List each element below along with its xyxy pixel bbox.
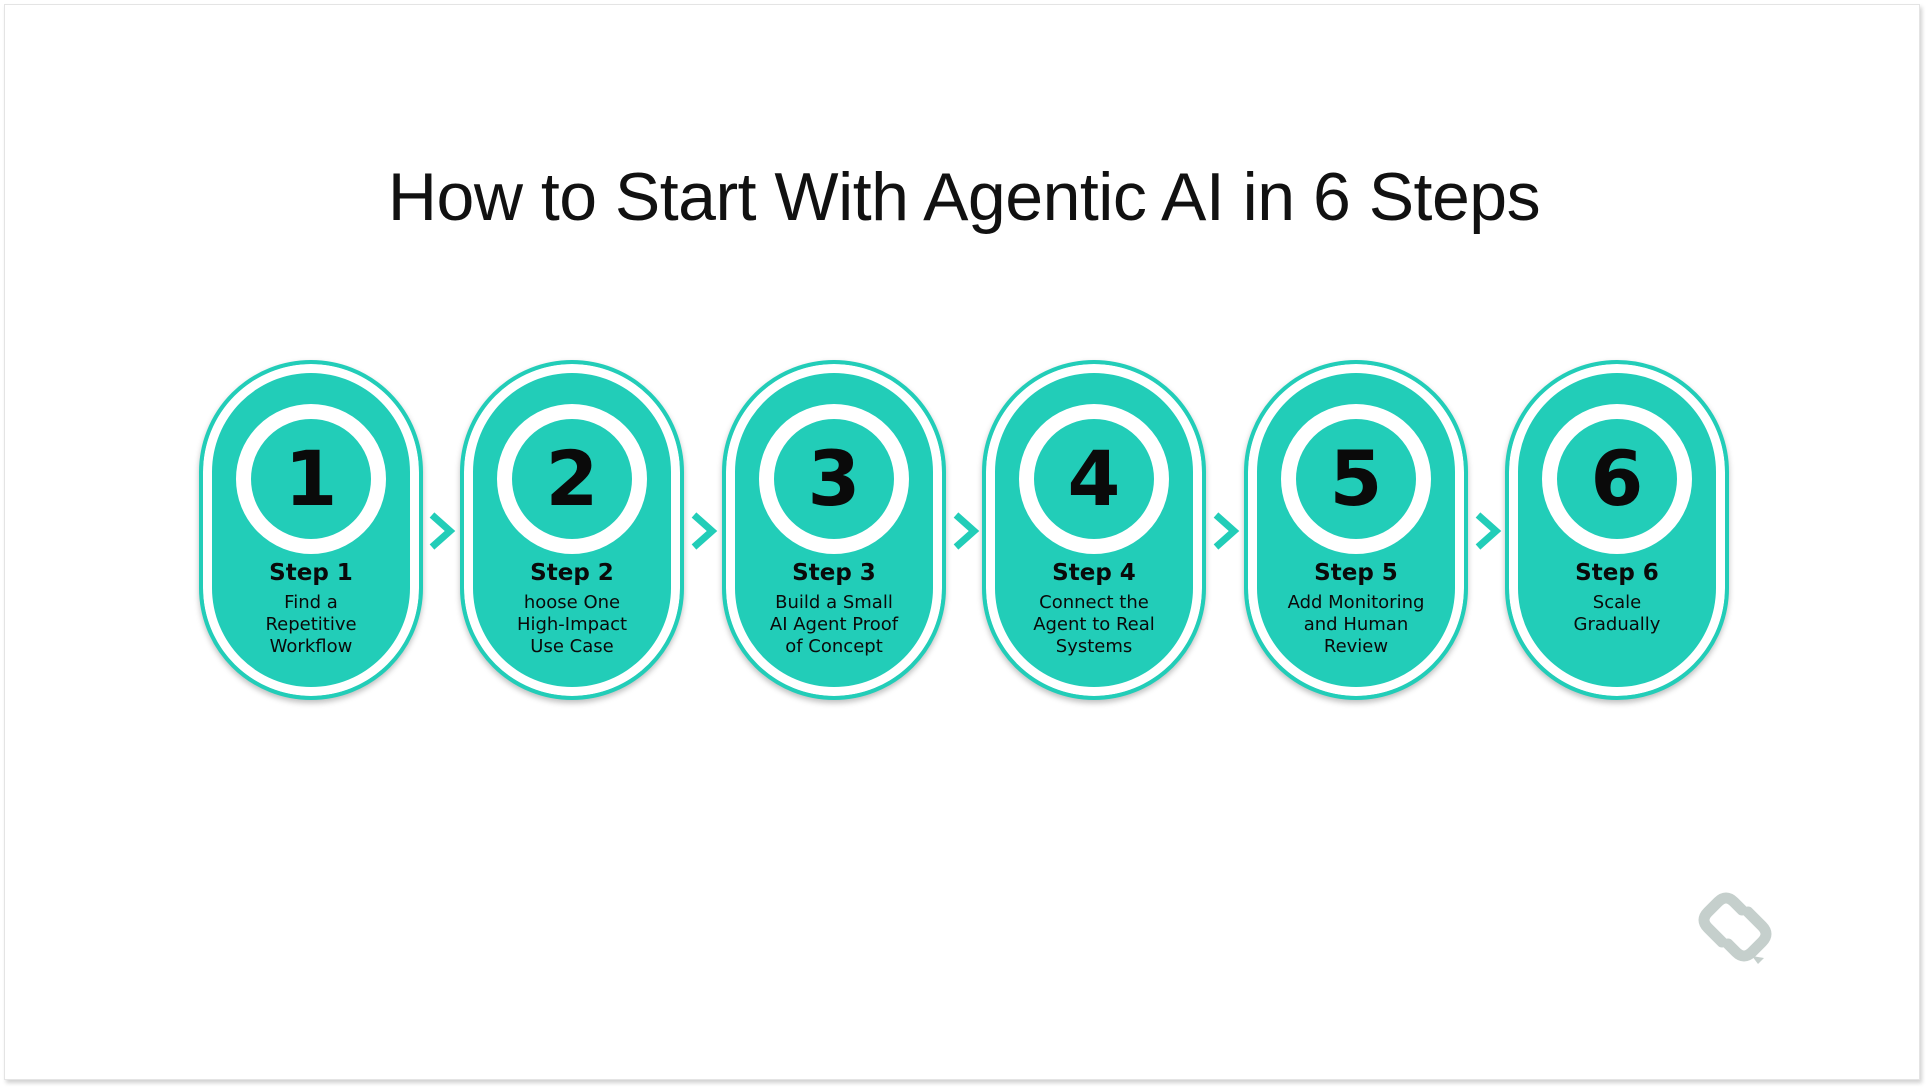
chevron-right-icon (429, 512, 456, 550)
step-description-line: and Human (1303, 614, 1409, 635)
step-description: Scale Gradually (1523, 592, 1711, 636)
step-card-1: 1 Step 1 Find a Repetitive Workflow (199, 360, 423, 700)
step-number: 2 (545, 434, 599, 523)
step-description-line: Gradually (1573, 614, 1661, 635)
step-description: Find a Repetitive Workflow (217, 592, 405, 658)
step-description-line: AI Agent Proof (769, 614, 899, 635)
step-number-circle: 6 (1542, 404, 1692, 554)
step-label: Step 6 (1575, 560, 1659, 586)
step-label: Step 4 (1052, 560, 1136, 586)
step-number: 6 (1590, 434, 1644, 523)
step-description-line: Workflow (269, 636, 353, 657)
step-number-circle: 3 (759, 404, 909, 554)
step-label: Step 5 (1314, 560, 1398, 586)
step-number-circle: 4 (1019, 404, 1169, 554)
step-number-circle: 5 (1281, 404, 1431, 554)
step-description-line: High-Impact (516, 614, 628, 635)
step-label: Step 2 (530, 560, 614, 586)
step-number: 1 (284, 434, 338, 523)
step-number: 5 (1329, 434, 1383, 523)
chevron-right-icon (691, 512, 718, 550)
step-number: 3 (807, 434, 861, 523)
step-description-line: Build a Small (775, 592, 893, 613)
step-description-line: Systems (1055, 636, 1133, 657)
chevron-right-icon (953, 512, 980, 550)
step-card-3: 3 Step 3 Build a Small AI Agent Proof of… (722, 360, 946, 700)
step-description-line: Scale (1592, 592, 1642, 613)
step-description: Connect the Agent to Real Systems (1000, 592, 1188, 658)
step-description: Add Monitoring and Human Review (1262, 592, 1450, 658)
step-description-line: Repetitive (265, 614, 357, 635)
chevron-right-icon (1475, 512, 1502, 550)
step-description: hoose One High-Impact Use Case (478, 592, 666, 658)
step-number-circle: 2 (497, 404, 647, 554)
step-card-4: 4 Step 4 Connect the Agent to Real Syste… (982, 360, 1206, 700)
step-card-5: 5 Step 5 Add Monitoring and Human Review (1244, 360, 1468, 700)
step-label: Step 1 (269, 560, 353, 586)
step-description-line: Connect the (1039, 592, 1149, 613)
step-number: 4 (1067, 434, 1121, 523)
step-description-line: Add Monitoring (1287, 592, 1425, 613)
link-logo-icon (1698, 892, 1772, 964)
step-description-line: Use Case (530, 636, 614, 657)
step-description: Build a Small AI Agent Proof of Concept (740, 592, 928, 658)
page-title: How to Start With Agentic AI in 6 Steps (387, 159, 1541, 235)
step-description-line: Review (1323, 636, 1389, 657)
step-description-line: Agent to Real (1033, 614, 1155, 635)
step-description-line: Find a (284, 592, 338, 613)
step-label: Step 3 (792, 560, 876, 586)
chevron-right-icon (1213, 512, 1240, 550)
step-description-line: hoose One (523, 592, 621, 613)
step-description-line: of Concept (785, 636, 883, 657)
step-card-2: 2 Step 2 hoose One High-Impact Use Case (460, 360, 684, 700)
step-number-circle: 1 (236, 404, 386, 554)
step-card-6: 6 Step 6 Scale Gradually (1505, 360, 1729, 700)
